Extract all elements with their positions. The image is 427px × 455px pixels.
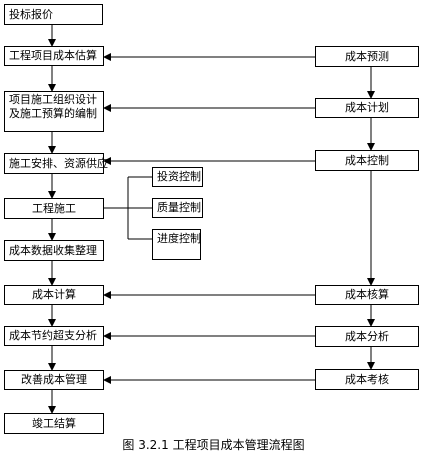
box-construction-design-budget: 项目施工组织设计及施工预算的编制 [4,91,104,132]
box-cost-savings-analysis: 成本节约超支分析 [4,326,104,346]
box-label: 成本预测 [345,49,389,63]
box-cost-analysis: 成本分析 [315,326,419,347]
box-label: 成本分析 [345,329,389,343]
box-label: 进度控制 [157,232,201,245]
box-schedule-control: 进度控制 [152,229,201,260]
box-label: 工程施工 [32,201,76,215]
box-cost-data-collection: 成本数据收集整理 [4,240,104,261]
box-label: 成本控制 [345,153,389,167]
box-label: 改善成本管理 [21,373,87,386]
box-label: 成本计算 [32,288,76,301]
box-cost-plan: 成本计划 [315,98,419,118]
box-label: 项目施工组织设计及施工预算的编制 [9,93,97,120]
box-bid-quotation: 投标报价 [4,4,103,25]
box-cost-assessment: 成本考核 [315,369,419,390]
box-construction-supply: 施工安排、资源供应 [4,153,108,174]
box-label: 成本核算 [345,288,389,301]
box-cost-accounting: 成本核算 [315,285,419,305]
box-construction: 工程施工 [4,198,104,219]
box-quality-control: 质量控制 [152,198,203,218]
box-cost-calculation: 成本计算 [4,285,104,305]
box-label: 成本节约超支分析 [9,329,97,342]
box-label: 成本数据收集整理 [9,243,97,257]
box-label: 施工安排、资源供应 [9,156,108,170]
box-investment-control: 投资控制 [152,167,203,187]
box-final-settlement: 竣工结算 [4,413,104,434]
box-improve-cost-management: 改善成本管理 [4,370,104,390]
box-label: 投标报价 [9,7,53,21]
box-cost-forecast: 成本预测 [315,46,419,67]
box-label: 投资控制 [157,170,201,183]
figure-caption: 图 3.2.1 工程项目成本管理流程图 [122,438,305,452]
box-cost-control: 成本控制 [315,150,419,171]
box-label: 质量控制 [157,201,201,214]
box-label: 竣工结算 [32,416,76,430]
box-cost-estimate: 工程项目成本估算 [4,46,104,66]
box-label: 工程项目成本估算 [9,49,97,62]
box-label: 成本考核 [345,372,389,386]
box-label: 成本计划 [345,101,389,114]
